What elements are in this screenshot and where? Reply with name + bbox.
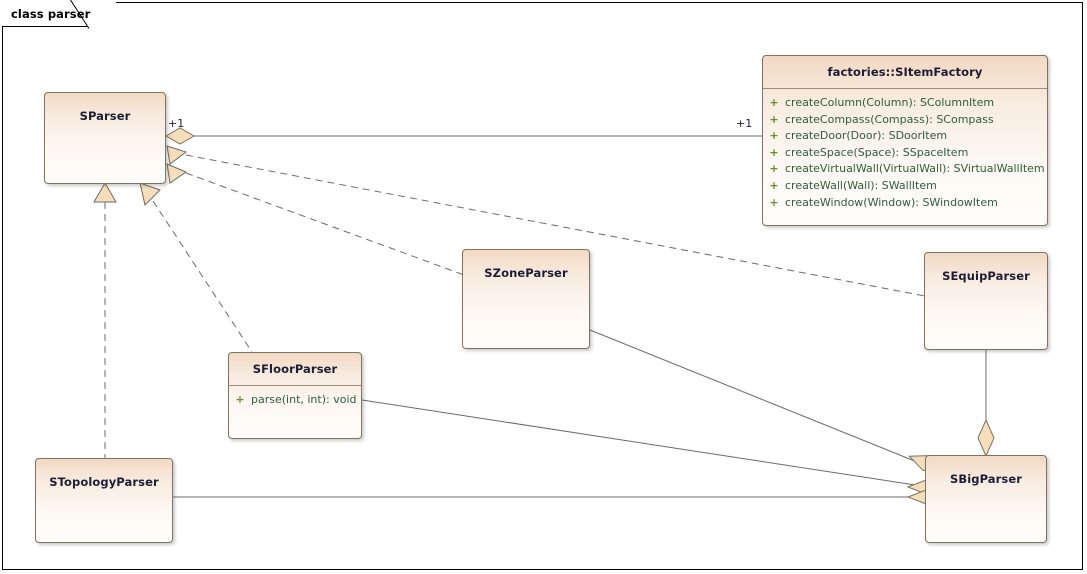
visibility-marker: + bbox=[235, 393, 245, 406]
class-box-stopologyparser[interactable]: STopologyParser bbox=[35, 458, 173, 543]
compartment-separator-sfloorparser bbox=[229, 385, 361, 386]
member-list-sfloorparser: + parse(int, int): void bbox=[229, 386, 361, 415]
class-box-szoneparser[interactable]: SZoneParser bbox=[462, 249, 590, 349]
member-row[interactable]: + createColumn(Column): SColumnItem bbox=[763, 95, 1047, 112]
member-signature: createCompass(Compass): SCompass bbox=[785, 112, 994, 126]
visibility-marker: + bbox=[769, 96, 779, 109]
visibility-marker: + bbox=[769, 129, 779, 143]
member-row[interactable]: + createSpace(Space): SSpaceItem bbox=[763, 145, 1047, 162]
member-signature: createColumn(Column): SColumnItem bbox=[785, 96, 995, 109]
visibility-marker: + bbox=[769, 195, 779, 209]
multiplicity-factory-end: +1 bbox=[736, 117, 752, 130]
frame-tab-underline bbox=[2, 26, 88, 27]
generalization-triangle-szoneparser bbox=[166, 163, 188, 184]
class-title-sequipparser: SEquipParser bbox=[942, 269, 1030, 283]
class-title-sbigparser: SBigParser bbox=[949, 472, 1023, 486]
connector-szoneparser-to-sparser bbox=[185, 172, 465, 276]
visibility-marker: + bbox=[769, 162, 779, 176]
member-list-sitemfactory: + createColumn(Column): SColumnItem + cr… bbox=[763, 89, 1047, 217]
member-row[interactable]: + createWall(Wall): SWallItem bbox=[763, 178, 1047, 195]
member-signature: createWindow(Window): SWindowItem bbox=[785, 195, 998, 209]
aggregation-diamond-sparser bbox=[164, 127, 196, 145]
class-box-sbigparser[interactable]: SBigParser bbox=[925, 455, 1047, 543]
class-title-sparser: SParser bbox=[79, 109, 131, 123]
class-title-stopologyparser: STopologyParser bbox=[49, 475, 159, 489]
member-row[interactable]: + createVirtualWall(VirtualWall): SVirtu… bbox=[763, 161, 1047, 178]
generalization-triangle-stopologyparser bbox=[93, 182, 117, 203]
generalization-triangle-sequipparser bbox=[166, 145, 188, 165]
member-row[interactable]: + createWindow(Window): SWindowItem bbox=[763, 195, 1047, 212]
member-signature: createWall(Wall): SWallItem bbox=[785, 178, 937, 192]
class-title-szoneparser: SZoneParser bbox=[484, 266, 568, 280]
class-box-sfloorparser[interactable]: SFloorParser + parse(int, int): void bbox=[228, 352, 362, 439]
class-title-sitemfactory: factories::SItemFactory bbox=[827, 65, 983, 79]
class-box-sparser[interactable]: SParser bbox=[44, 92, 166, 184]
frame-name-tab: class parser bbox=[2, 2, 117, 26]
generalization-triangle-sfloorparser bbox=[139, 182, 161, 206]
member-row[interactable]: + createCompass(Compass): SCompass bbox=[763, 112, 1047, 129]
aggregation-diamond-sbigparser-equip bbox=[977, 418, 995, 458]
compartment-separator-sitemfactory bbox=[763, 88, 1047, 89]
member-signature: createSpace(Space): SSpaceItem bbox=[785, 145, 969, 159]
member-signature: createDoor(Door): SDoorItem bbox=[785, 129, 948, 143]
connector-szoneparser-to-sbigparser bbox=[589, 329, 933, 469]
multiplicity-sparser-end: +1 bbox=[168, 117, 184, 130]
member-row[interactable]: + parse(int, int): void bbox=[229, 392, 361, 409]
visibility-marker: + bbox=[769, 145, 779, 159]
visibility-marker: + bbox=[769, 178, 779, 192]
visibility-marker: + bbox=[769, 112, 779, 126]
member-signature: createVirtualWall(VirtualWall): SVirtual… bbox=[785, 162, 1045, 176]
connector-sfloorparser-to-sparser bbox=[152, 200, 253, 353]
member-row[interactable]: + createDoor(Door): SDoorItem bbox=[763, 128, 1047, 145]
connector-sfloorparser-to-sbigparser bbox=[361, 399, 929, 488]
class-title-sfloorparser: SFloorParser bbox=[252, 362, 338, 376]
connector-sequipparser-to-sparser bbox=[185, 154, 931, 298]
class-box-sequipparser[interactable]: SEquipParser bbox=[924, 252, 1048, 350]
member-signature: parse(int, int): void bbox=[251, 393, 357, 406]
class-box-sitemfactory[interactable]: factories::SItemFactory + createColumn(C… bbox=[762, 55, 1048, 226]
